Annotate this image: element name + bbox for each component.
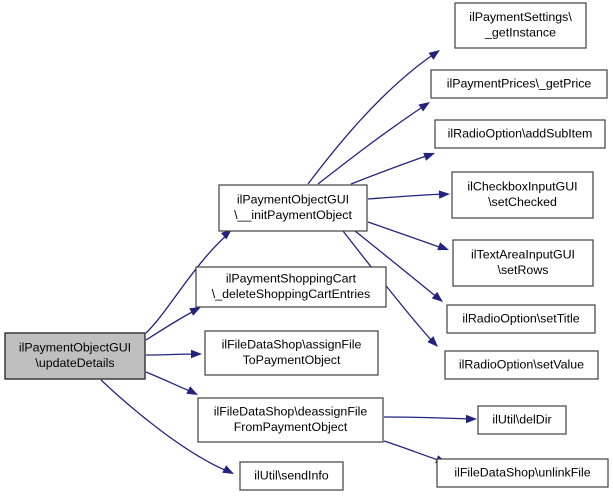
filedatashop-deassignfile-node-label-line-1: ilFileDataShop\deassignFile bbox=[214, 405, 368, 419]
edge-root-to-assign bbox=[145, 349, 202, 359]
edge-root-to-cart bbox=[145, 307, 201, 341]
edge-root-to-deassign bbox=[145, 371, 198, 395]
filedatashop-deassignfile-node[interactable]: ilFileDataShop\deassignFileFromPaymentOb… bbox=[197, 397, 384, 443]
radio-option-setvalue-node-label-line-1: ilRadioOption\setValue bbox=[459, 357, 584, 371]
init-payment-object-node-box[interactable] bbox=[218, 184, 368, 232]
radio-option-settitle-node-label-line-1: ilRadioOption\setTitle bbox=[462, 311, 579, 325]
checkbox-input-setchecked-node-box[interactable] bbox=[451, 171, 594, 219]
edge-init-to-prices-line bbox=[317, 105, 425, 185]
edge-init-to-prices bbox=[317, 102, 430, 185]
filedatashop-deassignfile-node-label-line-2: FromPaymentObject bbox=[234, 420, 348, 434]
checkbox-input-setchecked-node-label-line-2: \setChecked bbox=[488, 195, 557, 209]
payment-prices-getprice-node-box[interactable] bbox=[430, 69, 608, 99]
radio-option-setvalue-node[interactable]: ilRadioOption\setValue bbox=[444, 350, 599, 380]
edge-root-to-sendinfo bbox=[100, 379, 234, 474]
checkbox-input-setchecked-node-label-line-1: ilCheckboxInputGUI bbox=[467, 180, 577, 194]
textarea-input-setrows-node-label-line-1: ilTextAreaInputGUI bbox=[471, 248, 575, 262]
edge-init-to-prices-arrowhead bbox=[418, 102, 430, 112]
edge-init-to-setvalue-arrowhead bbox=[427, 336, 438, 347]
util-sendinfo-node-label-line-1: ilUtil\sendInfo bbox=[254, 468, 328, 482]
filedatashop-unlinkfile-node-label-line-1: ilFileDataShop\unlinkFile bbox=[454, 465, 590, 479]
edge-init-to-addsubitem-line bbox=[350, 154, 430, 185]
util-sendinfo-node[interactable]: ilUtil\sendInfo bbox=[239, 461, 344, 491]
edge-deassign-to-deldir-arrowhead bbox=[466, 414, 477, 424]
nodes-layer: ilPaymentObjectGUI\updateDetailsilPaymen… bbox=[4, 2, 609, 491]
edge-init-to-checkbox-arrowhead bbox=[438, 190, 450, 199]
edge-init-to-checkbox-line bbox=[367, 193, 445, 200]
payment-settings-getinstance-node-label-line-1: ilPaymentSettings\ bbox=[469, 10, 572, 24]
payment-prices-getprice-node[interactable]: ilPaymentPrices\_getPrice bbox=[430, 69, 608, 99]
filedatashop-deassignfile-node-box[interactable] bbox=[197, 397, 384, 443]
util-sendinfo-node-box[interactable] bbox=[239, 461, 344, 491]
edge-init-to-setvalue bbox=[342, 230, 438, 347]
edge-deassign-to-deldir-line bbox=[383, 416, 471, 420]
edge-root-to-assign-line bbox=[145, 353, 197, 356]
payment-prices-getprice-node-label-line-1: ilPaymentPrices\_getPrice bbox=[447, 76, 592, 90]
edge-init-to-textarea-arrowhead bbox=[437, 242, 449, 251]
init-payment-object-node[interactable]: ilPaymentObjectGUI\__initPaymentObject bbox=[218, 184, 368, 232]
edge-init-to-addsubitem bbox=[350, 152, 435, 185]
edge-root-to-assign-arrowhead bbox=[191, 349, 202, 359]
filedatashop-unlinkfile-node[interactable]: ilFileDataShop\unlinkFile bbox=[436, 458, 609, 488]
edge-root-to-deassign-line bbox=[145, 371, 193, 393]
root-node[interactable]: ilPaymentObjectGUI\updateDetails bbox=[4, 332, 146, 380]
edge-root-to-init-line bbox=[145, 233, 229, 334]
edge-root-to-sendinfo-line bbox=[100, 379, 228, 472]
edge-init-to-textarea-line bbox=[367, 221, 443, 249]
edge-init-to-textarea bbox=[367, 221, 449, 251]
root-node-label-line-1: ilPaymentObjectGUI bbox=[19, 341, 131, 355]
edge-init-to-settitle-line bbox=[354, 230, 439, 299]
util-deldir-node-label-line-1: ilUtil\delDir bbox=[492, 412, 551, 426]
util-deldir-node-box[interactable] bbox=[477, 405, 567, 435]
init-payment-object-node-label-line-2: \__initPaymentObject bbox=[234, 208, 352, 222]
radio-option-settitle-node-box[interactable] bbox=[446, 304, 596, 334]
edge-deassign-to-unlink-line bbox=[383, 440, 442, 462]
filedatashop-assignfile-node-box[interactable] bbox=[204, 330, 379, 376]
edge-init-to-addsubitem-arrowhead bbox=[423, 152, 435, 161]
payment-settings-getinstance-node[interactable]: ilPaymentSettings\ _getInstance bbox=[454, 2, 587, 49]
edge-init-to-settings-line bbox=[307, 53, 435, 185]
filedatashop-assignfile-node-label-line-2: ToPaymentObject bbox=[243, 353, 341, 367]
textarea-input-setrows-node-label-line-2: \setRows bbox=[498, 263, 549, 277]
shopping-cart-delete-entries-node[interactable]: ilPaymentShoppingCart\_deleteShoppingCar… bbox=[195, 266, 387, 308]
edge-root-to-sendinfo-arrowhead bbox=[222, 465, 234, 474]
edge-init-to-settings bbox=[307, 50, 440, 185]
edge-init-to-checkbox bbox=[367, 190, 450, 200]
shopping-cart-delete-entries-node-label-line-2: \_deleteShoppingCartEntries bbox=[212, 287, 370, 301]
edge-root-to-cart-arrowhead bbox=[189, 307, 201, 316]
radio-option-setvalue-node-box[interactable] bbox=[444, 350, 599, 380]
edge-init-to-settitle bbox=[354, 230, 443, 302]
util-deldir-node[interactable]: ilUtil\delDir bbox=[477, 405, 567, 435]
checkbox-input-setchecked-node[interactable]: ilCheckboxInputGUI\setChecked bbox=[451, 171, 594, 219]
root-node-label-line-2: \updateDetails bbox=[35, 356, 114, 370]
textarea-input-setrows-node-box[interactable] bbox=[452, 239, 594, 287]
root-node-box[interactable] bbox=[4, 332, 146, 380]
filedatashop-unlinkfile-node-box[interactable] bbox=[436, 458, 609, 488]
edge-init-to-settitle-arrowhead bbox=[431, 291, 443, 302]
edge-init-to-settings-arrowhead bbox=[428, 50, 440, 60]
init-payment-object-node-label-line-1: ilPaymentObjectGUI bbox=[237, 193, 349, 207]
radio-option-addsubitem-node-label-line-1: ilRadioOption\addSubItem bbox=[448, 126, 593, 140]
radio-option-addsubitem-node[interactable]: ilRadioOption\addSubItem bbox=[434, 119, 606, 149]
edge-root-to-deassign-arrowhead bbox=[186, 386, 198, 395]
radio-option-settitle-node[interactable]: ilRadioOption\setTitle bbox=[446, 304, 596, 334]
shopping-cart-delete-entries-node-label-line-1: ilPaymentShoppingCart bbox=[226, 272, 357, 286]
radio-option-addsubitem-node-box[interactable] bbox=[434, 119, 606, 149]
payment-settings-getinstance-node-label-line-2: _getInstance bbox=[484, 26, 556, 40]
shopping-cart-delete-entries-node-box[interactable] bbox=[195, 266, 387, 308]
edge-deassign-to-deldir bbox=[383, 414, 477, 424]
edges-layer bbox=[100, 50, 477, 474]
textarea-input-setrows-node[interactable]: ilTextAreaInputGUI\setRows bbox=[452, 239, 594, 287]
edge-init-to-setvalue-line bbox=[342, 230, 434, 343]
payment-settings-getinstance-node-box[interactable] bbox=[454, 2, 587, 49]
filedatashop-assignfile-node-label-line-1: ilFileDataShop\assignFile bbox=[222, 338, 362, 352]
